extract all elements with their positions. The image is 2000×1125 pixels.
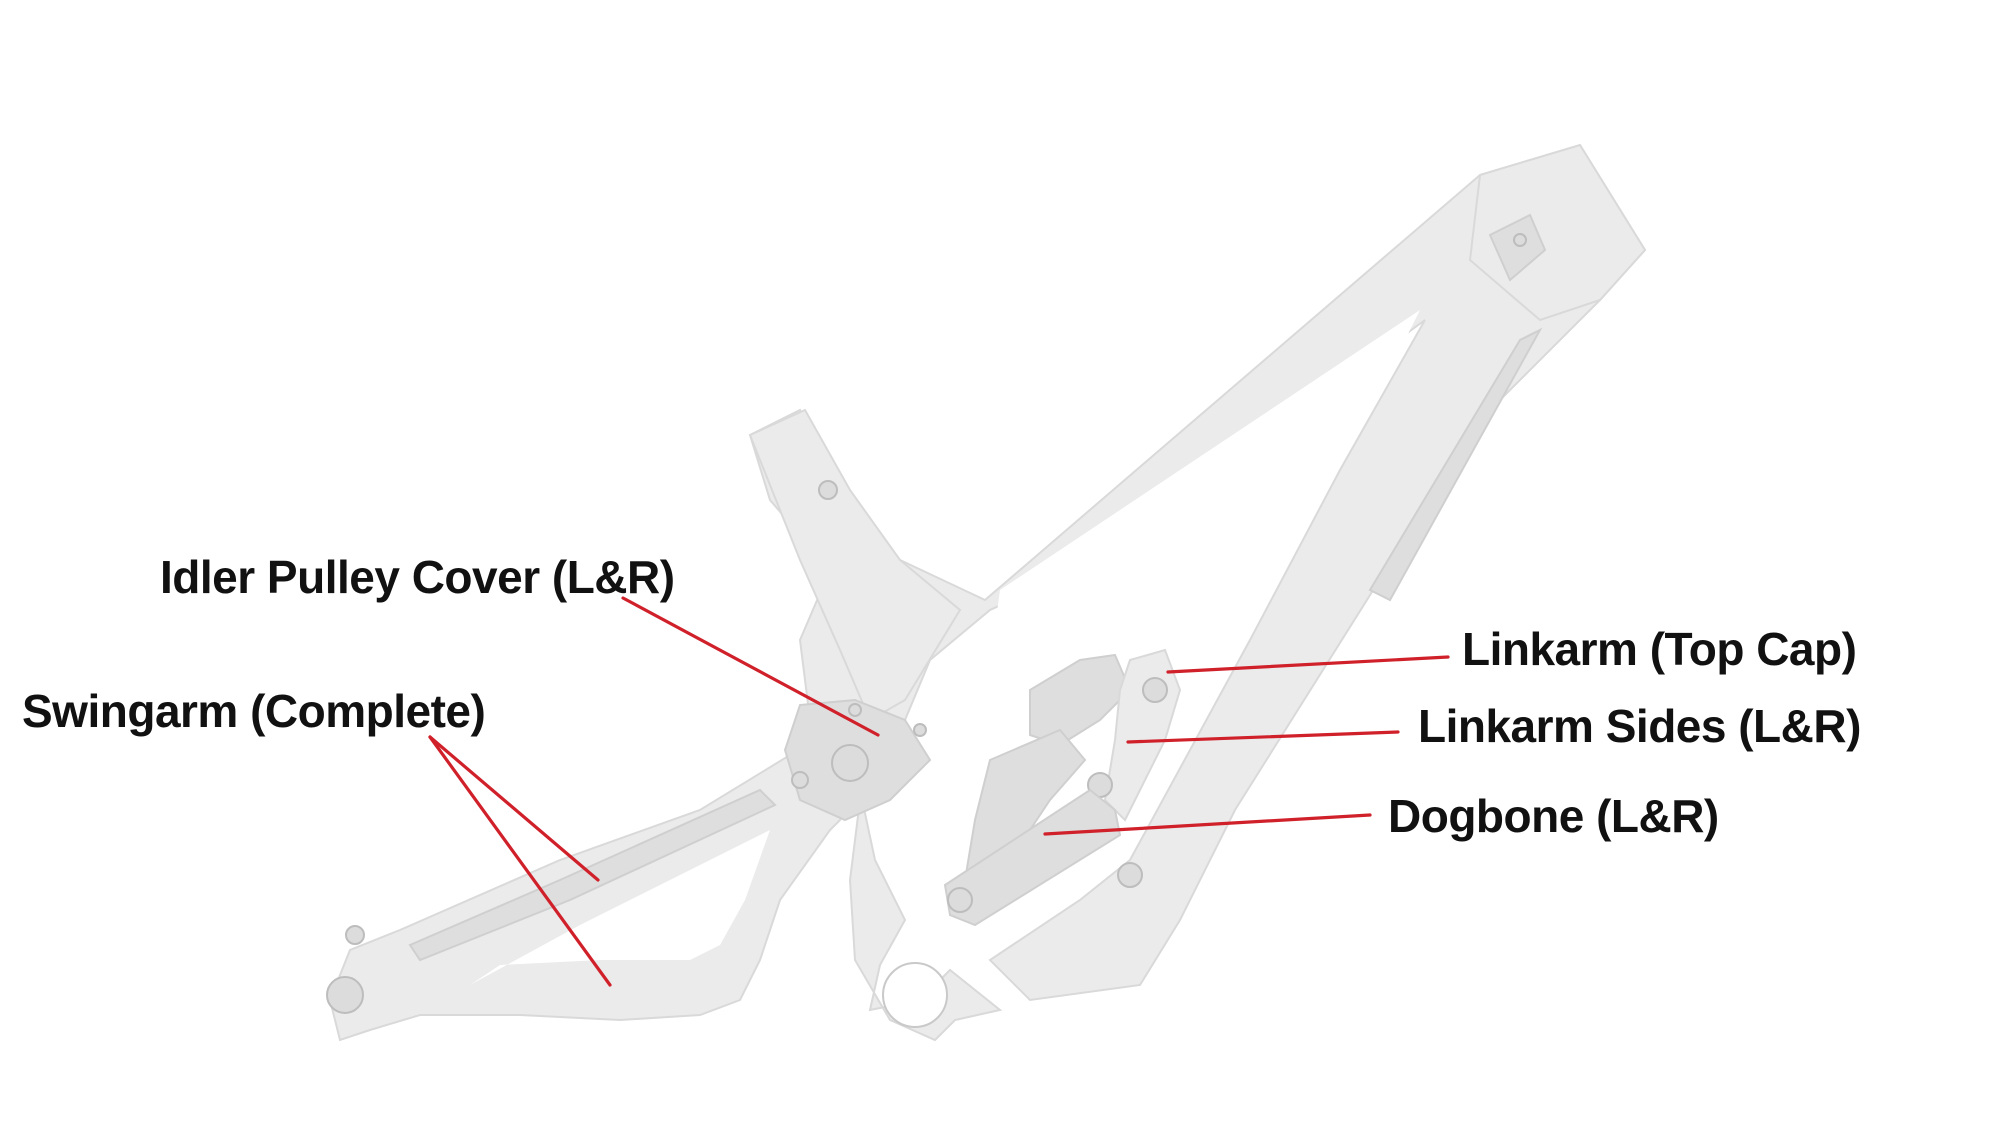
rear-axle-hole — [326, 976, 364, 1014]
linkarm-top-cap-leader — [1166, 655, 1450, 674]
dropout-bolt — [345, 925, 365, 945]
linkarm-top-bolt — [1142, 677, 1168, 703]
bottle-boss — [818, 480, 838, 500]
idler-screw-1 — [848, 703, 862, 717]
head-tube-badge — [1488, 213, 1547, 282]
dogbone-label: Dogbone (L&R) — [1388, 790, 1719, 842]
dogbone-bolt-1 — [947, 887, 973, 913]
swingarm-cutout — [470, 830, 770, 985]
downtube-guard — [1368, 327, 1543, 602]
idler-screw-2 — [913, 723, 927, 737]
swingarm-leader-upper — [428, 735, 600, 882]
frame-cutout — [985, 310, 1420, 870]
idler-pulley-cover-label: Idler Pulley Cover (L&R) — [160, 551, 675, 603]
idler-pulley-cover-leader — [621, 596, 880, 737]
swingarm-pivot-bolt — [791, 771, 809, 789]
leader-lines — [428, 596, 1450, 987]
dogbone-leader — [1043, 813, 1372, 836]
seat-tube — [748, 408, 962, 722]
dogbone-bolt-2 — [1117, 862, 1143, 888]
linkarm-sides-label: Linkarm Sides (L&R) — [1418, 700, 1861, 752]
swingarm — [328, 738, 862, 1042]
bike-frame-illustration — [326, 143, 1647, 1042]
linkarm-sides-leader — [1126, 730, 1400, 744]
dogbone-part — [943, 788, 1122, 927]
idler-bolt — [831, 744, 869, 782]
bottom-bracket — [882, 962, 948, 1028]
part-labels: Idler Pulley Cover (L&R) Swingarm (Compl… — [22, 551, 1861, 842]
swingarm-leader-lower — [428, 735, 612, 987]
rear-shock-body — [1029, 653, 1132, 747]
linkarm-top-cap-label: Linkarm (Top Cap) — [1462, 623, 1856, 675]
swingarm-complete-label: Swingarm (Complete) — [22, 685, 485, 737]
head-tube-badge-bolt — [1513, 233, 1527, 247]
